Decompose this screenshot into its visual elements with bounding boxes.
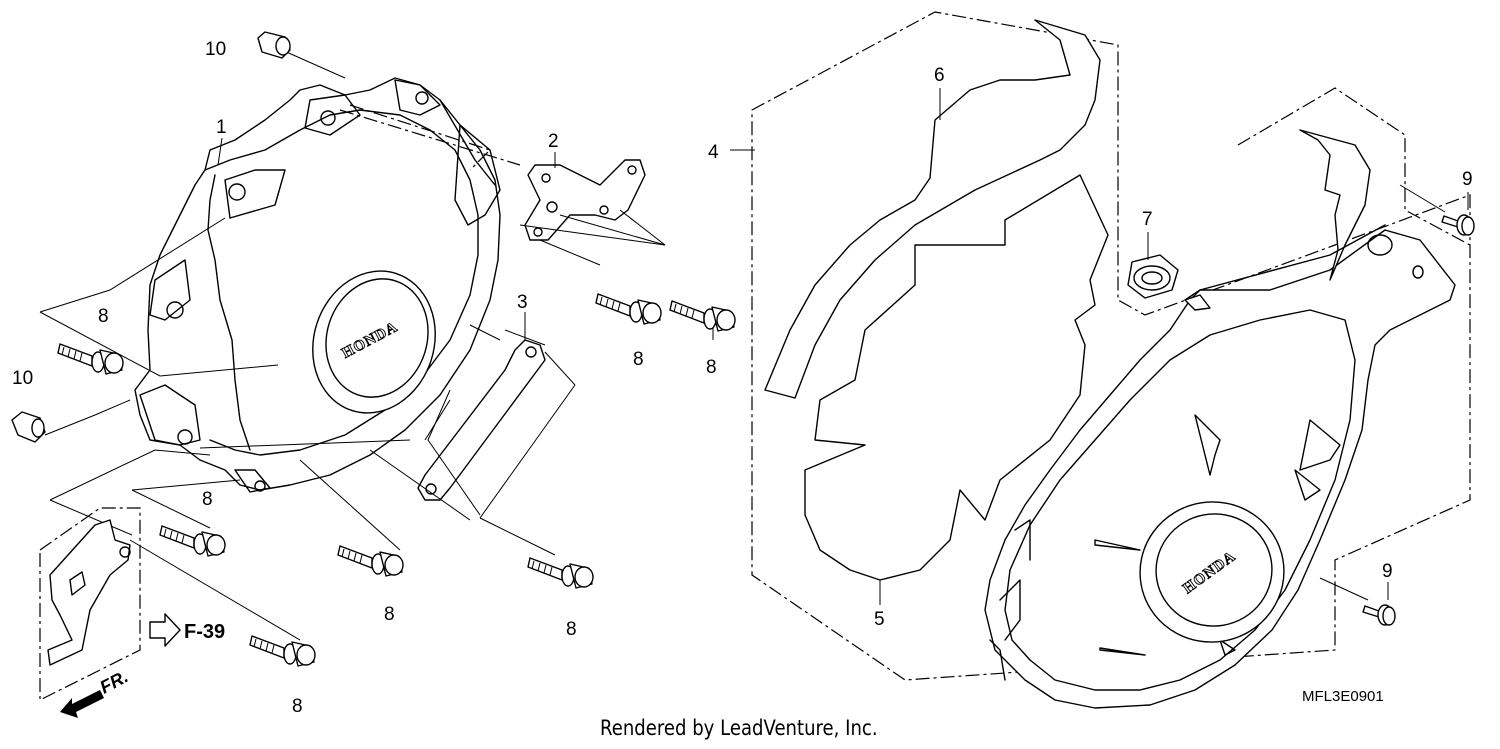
callout-9-bottom: 9	[1382, 561, 1393, 582]
bracket-subassembly-box	[39, 507, 141, 701]
callout-8-a: 8	[98, 306, 109, 327]
callout-8-b: 8	[633, 349, 644, 370]
reference-label: F-39	[184, 621, 225, 643]
callout-10-top: 10	[205, 39, 226, 60]
flange-bolt-8-g[interactable]	[249, 635, 316, 667]
outer-cover[interactable]: HONDA	[984, 129, 1456, 709]
front-label: FR.	[96, 666, 131, 697]
cover-group-outline	[1237, 87, 1471, 246]
callout-9-top: 9	[1462, 169, 1473, 190]
flange-bolt-8-e[interactable]	[337, 545, 404, 577]
flange-bolt-8-a[interactable]	[57, 343, 124, 375]
callout-8-c: 8	[706, 357, 717, 378]
grommet-part-7[interactable]	[1127, 254, 1179, 299]
callout-labels: 10 1 2 3 8 8 8 10 8 8 8 8 4 6 7 5 9 9	[12, 39, 1473, 717]
front-arrow-icon	[60, 690, 104, 718]
left-crankcase-cover[interactable]: HONDA	[134, 77, 501, 493]
collar-part-10-left[interactable]	[11, 411, 46, 443]
flange-bolt-8-f[interactable]	[527, 557, 594, 589]
gasket-part-6[interactable]	[764, 19, 1101, 399]
callout-8-g: 8	[292, 696, 303, 717]
callout-1: 1	[216, 117, 227, 138]
stay-part-3[interactable]	[417, 339, 546, 501]
callout-2: 2	[548, 131, 559, 152]
leader-lines-left	[39, 49, 714, 641]
bolt-part-9-bottom[interactable]	[1362, 604, 1396, 626]
callout-4: 4	[708, 142, 719, 163]
callout-5: 5	[874, 609, 885, 630]
diagram-code: MFL3E0901	[1302, 688, 1384, 705]
front-direction-indicator: FR.	[60, 666, 131, 718]
render-credit: Rendered by LeadVenture, Inc.	[600, 716, 878, 740]
leader-lines-right	[730, 88, 1469, 605]
callout-8-e: 8	[384, 604, 395, 625]
flange-bolt-8-d[interactable]	[159, 525, 226, 557]
callout-3: 3	[517, 292, 528, 313]
assembly-outline-4	[751, 11, 1471, 681]
callout-8-d: 8	[202, 489, 213, 510]
seal-plate-part-5[interactable]	[804, 174, 1109, 581]
bracket-part-2[interactable]	[524, 159, 646, 241]
callout-8-f: 8	[566, 619, 577, 640]
callout-10-left: 10	[12, 368, 33, 389]
flange-bolt-8-b[interactable]	[595, 293, 662, 325]
flange-bolt-8-c[interactable]	[669, 300, 736, 332]
callout-6: 6	[934, 65, 945, 86]
hollow-arrow-icon	[149, 613, 181, 647]
collar-part-10-top[interactable]	[257, 31, 291, 59]
callout-7: 7	[1142, 209, 1153, 230]
reference-f39[interactable]: F-39	[149, 613, 225, 647]
